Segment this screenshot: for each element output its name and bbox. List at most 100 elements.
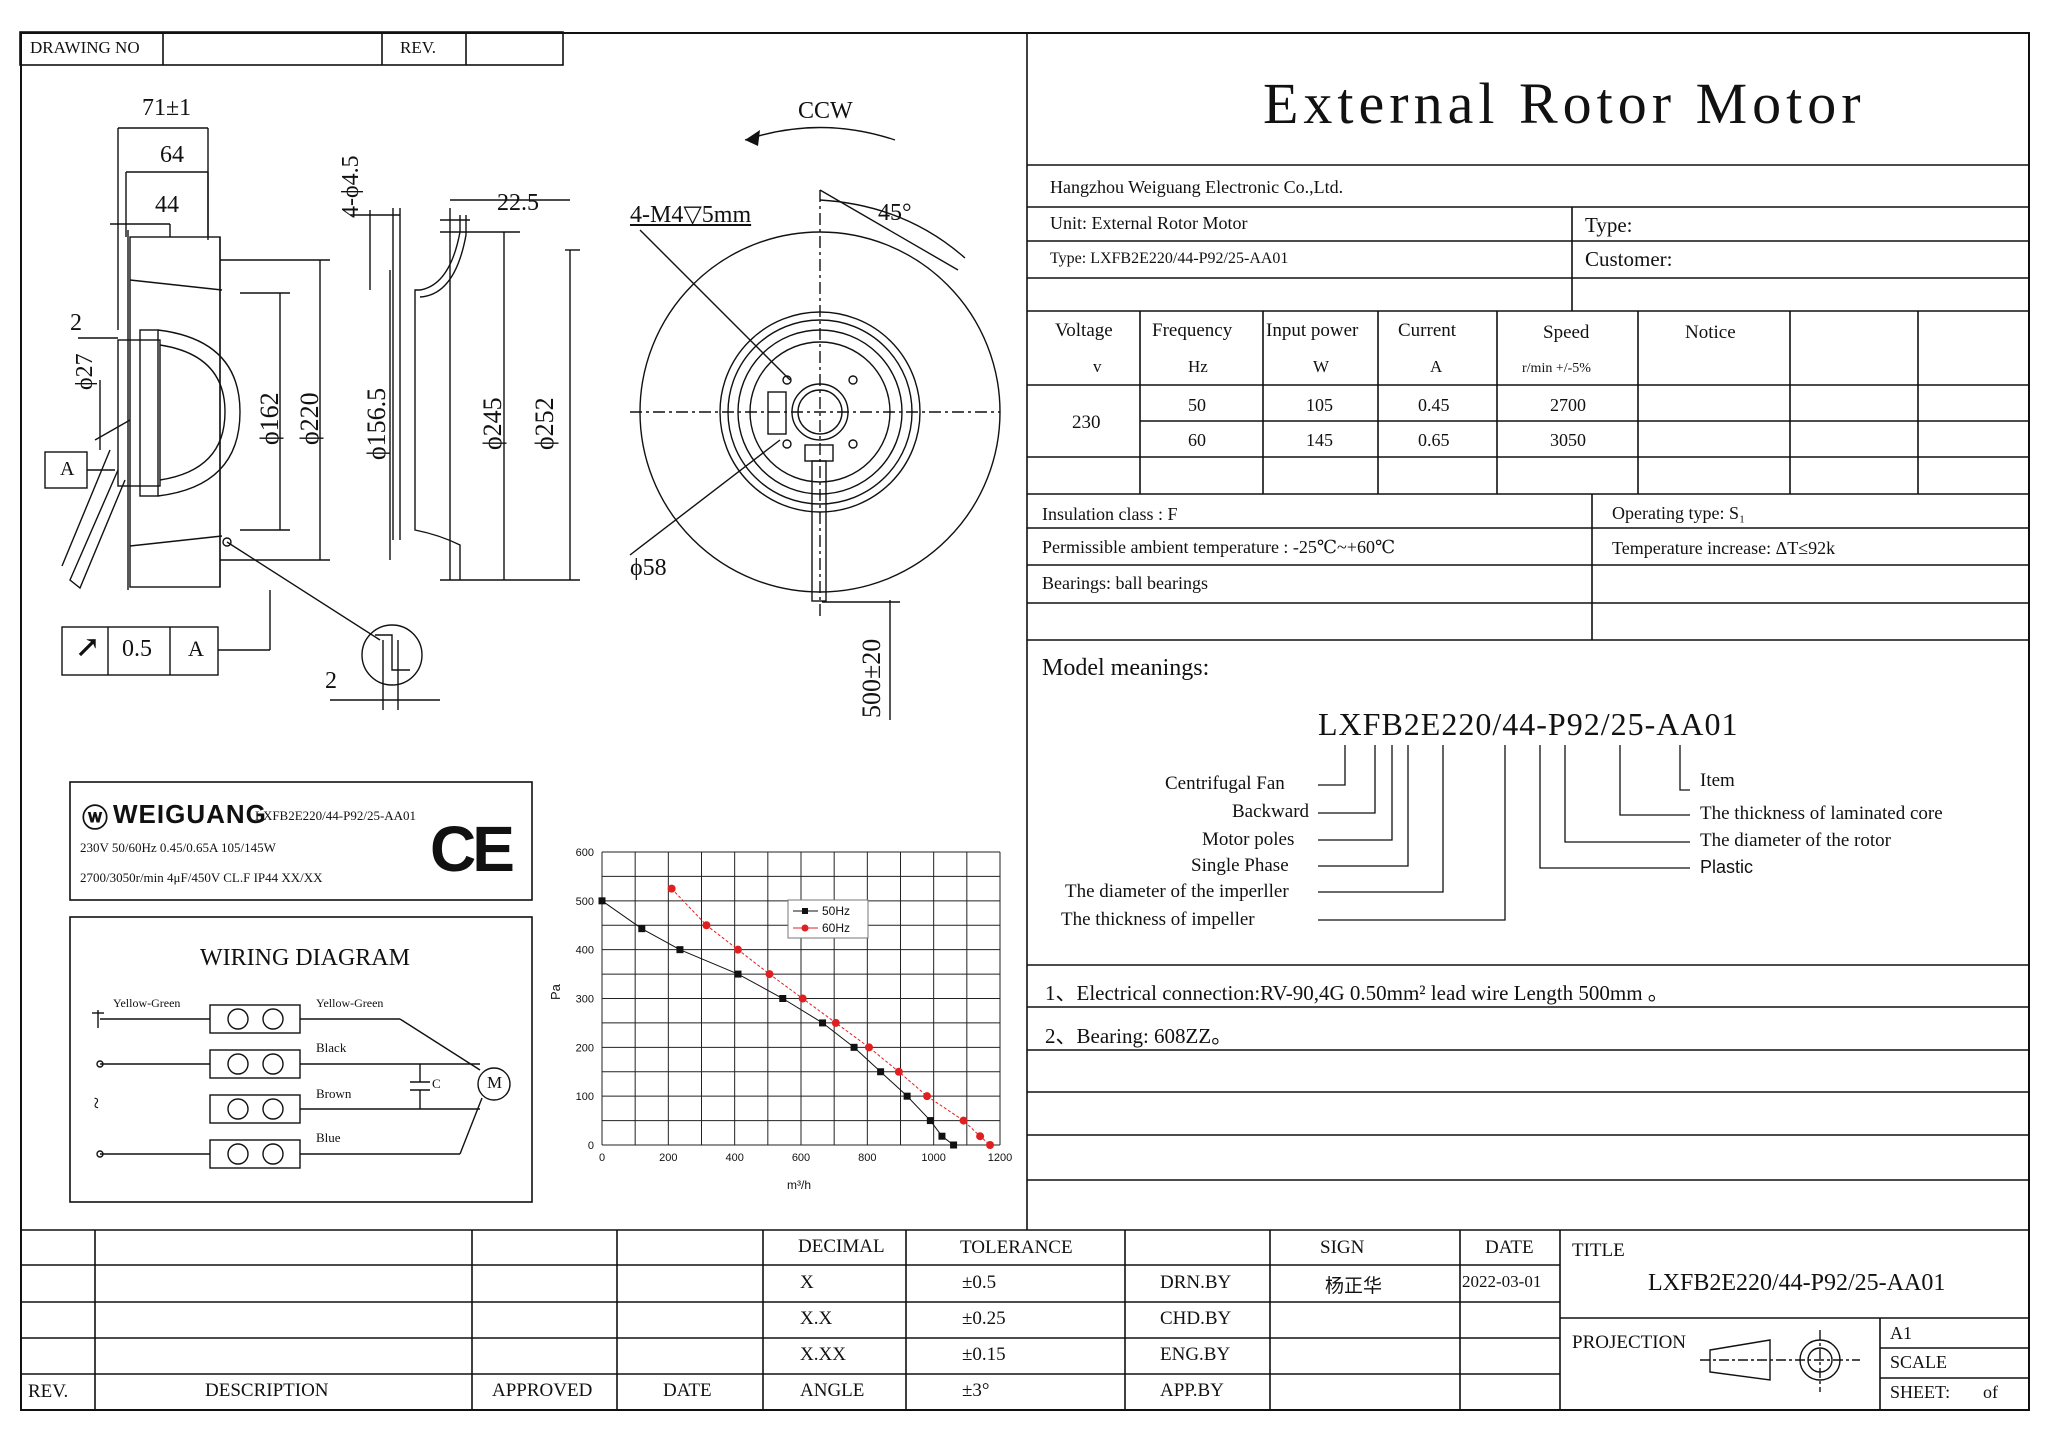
tb-rev: REV.	[28, 1381, 69, 1402]
data-point-50Hz	[819, 1019, 827, 1027]
model-label-backward: Backward	[1232, 801, 1310, 822]
data-point-60Hz	[923, 1092, 932, 1101]
tb-tol-val-xxx: ±0.15	[962, 1344, 1006, 1365]
wire-label-yellow-green-left: Yellow-Green	[113, 996, 181, 1010]
model-leaders	[1318, 745, 1690, 921]
data-point-50Hz	[926, 1117, 934, 1125]
note-electrical-connection: 1、Electrical connection:RV-90,4G 0.50mm²…	[1045, 981, 1669, 1005]
model-label-item: Item	[1700, 770, 1735, 791]
tb-decimal: DECIMAL	[798, 1236, 885, 1257]
model-label-centrifugal-fan: Centrifugal Fan	[1165, 773, 1285, 794]
x-tick-label: 1000	[921, 1152, 945, 1164]
data-point-50Hz	[734, 970, 742, 978]
y-tick-label: 500	[576, 896, 594, 908]
rev-label: REV.	[400, 38, 437, 57]
tb-tol-key-x: X	[800, 1272, 814, 1293]
front-view	[629, 126, 1001, 720]
model-label-rotor-diameter: The diameter of the rotor	[1700, 830, 1891, 851]
data-point-60Hz	[864, 1043, 873, 1052]
datum-a: A	[60, 458, 75, 480]
dim-ccw: CCW	[798, 98, 853, 124]
x-tick-label: 800	[858, 1152, 876, 1164]
dim-2a: 2	[70, 310, 82, 336]
spec-header-speed: Speed	[1543, 322, 1590, 343]
runout-arrow-icon: ↗	[75, 631, 101, 664]
spec-unit-voltage: v	[1093, 357, 1102, 376]
type-label: Type:	[1585, 213, 1633, 237]
spec-current-60: 0.65	[1418, 430, 1450, 450]
data-point-50Hz	[850, 1043, 858, 1051]
ccw-arrowhead	[745, 130, 760, 146]
section-view	[350, 199, 580, 581]
capacitor-label: C	[432, 1076, 441, 1091]
y-tick-label: 300	[576, 994, 594, 1006]
spec-current-50: 0.45	[1418, 395, 1450, 415]
tb-date2: DATE	[1485, 1237, 1534, 1258]
dim-lead-length: 500±20	[857, 638, 886, 718]
y-tick-label: 400	[576, 945, 594, 957]
model-label-plastic: Plastic	[1700, 857, 1754, 877]
model-label-impeller-diameter: The diameter of the imperller	[1065, 881, 1289, 902]
spec-speed-60: 3050	[1550, 430, 1586, 450]
dim-162: ϕ162	[255, 392, 284, 445]
page-title: External Rotor Motor	[1263, 71, 1866, 136]
spec-header-voltage: Voltage	[1055, 320, 1113, 341]
nameplate-box	[69, 781, 533, 901]
motor-label: M	[487, 1073, 503, 1092]
model-label-single-phase: Single Phase	[1191, 855, 1289, 876]
brand-name: WEIGUANG	[113, 799, 267, 829]
data-point-60Hz	[894, 1067, 903, 1076]
wire-label-blue: Blue	[316, 1130, 341, 1145]
data-point-50Hz	[938, 1132, 946, 1140]
data-point-50Hz	[950, 1141, 958, 1149]
x-tick-label: 200	[659, 1152, 677, 1164]
legend-marker	[802, 908, 808, 914]
legend-box	[787, 899, 869, 939]
data-point-50Hz	[779, 995, 787, 1002]
spec-speed-50: 2700	[1550, 395, 1586, 415]
spec-header-notice: Notice	[1685, 322, 1736, 343]
legend-label: 60Hz	[822, 921, 850, 935]
dim-156-5: ϕ156.5	[362, 387, 391, 460]
nameplate-line1: 230V 50/60Hz 0.45/0.65A 105/145W	[80, 840, 276, 855]
tb-of: of	[1983, 1382, 1998, 1402]
tb-role-chd: CHD.BY	[1160, 1308, 1232, 1329]
tb-role-eng: ENG.BY	[1160, 1344, 1231, 1365]
dim-45-deg: 45°	[878, 200, 912, 226]
projection-symbol	[1700, 1330, 1860, 1392]
type-row: Type: LXFB2E220/44-P92/25-AA01	[1050, 250, 1289, 267]
tb-sheet: SHEET:	[1890, 1382, 1951, 1402]
dim-4-phi-4-5: 4-ϕ4.5	[338, 155, 364, 218]
company-name: Hangzhou Weiguang Electronic Co.,Ltd.	[1050, 177, 1344, 197]
data-point-60Hz	[702, 921, 711, 930]
spec-header-frequency: Frequency	[1152, 320, 1233, 341]
tb-sign-date: 2022-03-01	[1462, 1272, 1542, 1291]
runout-value: 0.5	[122, 636, 152, 662]
tb-title-value: LXFB2E220/44-P92/25-AA01	[1648, 1270, 1946, 1296]
ac-symbol: ~	[83, 1097, 109, 1109]
bearings-type: Bearings: ball bearings	[1042, 573, 1208, 593]
model-code: LXFB2E220/44-P92/25-AA01	[1318, 706, 1739, 742]
data-point-60Hz	[667, 884, 676, 893]
chart-xlabel: m³/h	[787, 1178, 811, 1192]
data-point-50Hz	[877, 1068, 885, 1076]
tb-description: DESCRIPTION	[205, 1380, 329, 1401]
dim-44: 44	[155, 192, 179, 218]
legend-marker	[801, 924, 809, 932]
y-tick-label: 0	[588, 1140, 594, 1152]
legend-label: 50Hz	[822, 904, 850, 918]
data-point-60Hz	[765, 970, 774, 979]
tb-role-app: APP.BY	[1160, 1380, 1224, 1401]
wiring-title: WIRING DIAGRAM	[200, 945, 410, 971]
data-point-50Hz	[676, 946, 684, 954]
y-tick-label: 100	[576, 1091, 594, 1103]
spec-header-current: Current	[1398, 320, 1457, 341]
weiguang-logo-icon: ⓦ	[82, 803, 109, 833]
side-view	[44, 127, 440, 710]
dim-58: ϕ58	[630, 555, 667, 581]
dim-245: ϕ245	[478, 397, 507, 450]
tb-scale: SCALE	[1890, 1352, 1948, 1372]
data-point-50Hz	[903, 1092, 911, 1100]
